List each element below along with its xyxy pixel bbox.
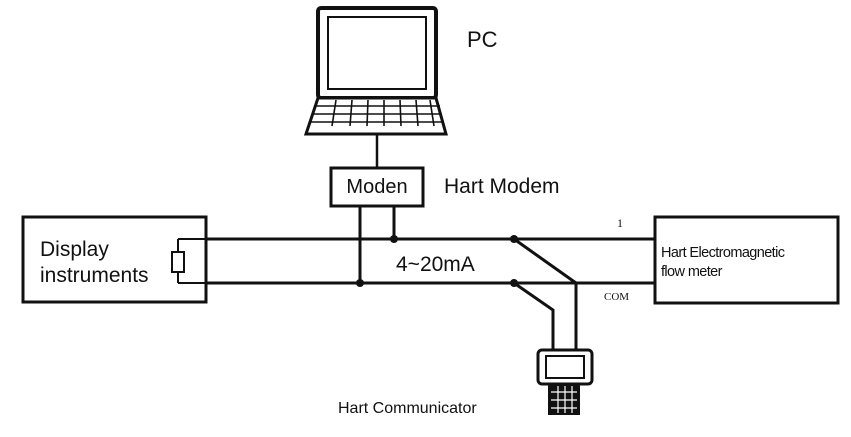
pc-label: PC <box>467 27 498 52</box>
terminal-1-label: 1 <box>617 216 623 230</box>
hart-communicator-icon <box>536 348 594 415</box>
display-label-line1: Display <box>40 238 109 261</box>
modem-caption: Hart Modem <box>444 175 560 198</box>
modem-leads <box>358 206 396 283</box>
flowmeter-box <box>653 215 840 305</box>
current-label: 4~20mA <box>396 253 475 276</box>
loop-wires <box>206 237 655 352</box>
communicator-label: Hart Communicator <box>338 400 477 417</box>
flowmeter-label-line1: Hart Electromagnetic <box>661 245 785 261</box>
junction-dots <box>356 235 518 287</box>
modem-box <box>329 166 425 208</box>
flowmeter-label-line2: flow meter <box>661 264 723 280</box>
modem-box-label: Moden <box>346 176 407 198</box>
resistor-icon <box>171 238 206 284</box>
display-label-line2: instruments <box>40 264 149 287</box>
pc-laptop-icon <box>303 6 448 136</box>
terminal-com-label: COM <box>604 291 629 303</box>
